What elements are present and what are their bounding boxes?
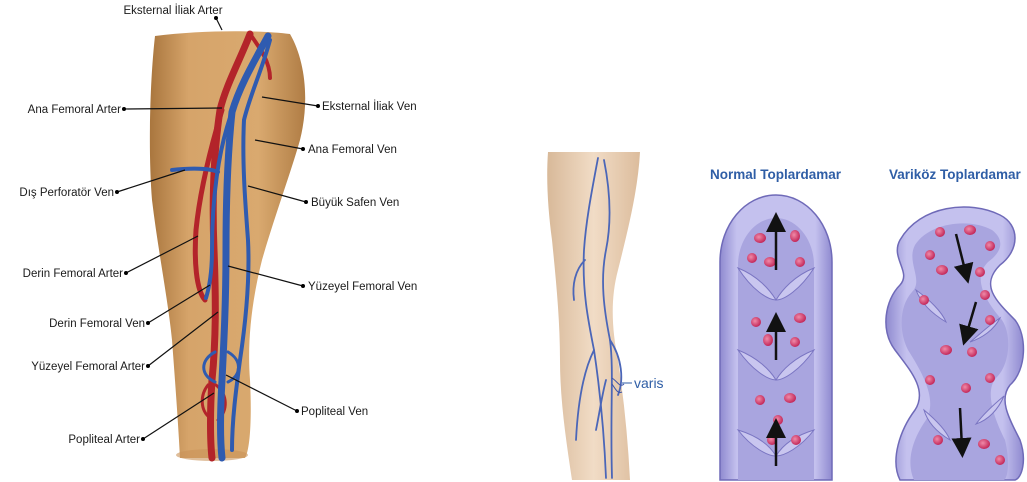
- leg-anatomy-illustration: Eksternal İliak Arter Ana Femoral Arter …: [19, 4, 417, 461]
- label-common-femoral-artery: Ana Femoral Arter: [28, 104, 121, 116]
- varicose-leg-illustration: varis: [547, 152, 663, 480]
- normal-vein-illustration: [720, 195, 832, 480]
- label-superficial-femoral-vein: Yüzeyel Femoral Ven: [308, 281, 417, 293]
- varicose-vein-illustration: [886, 207, 1024, 480]
- label-external-iliac-vein: Eksternal İliak Ven: [322, 100, 417, 113]
- label-common-femoral-vein: Ana Femoral Ven: [308, 144, 397, 156]
- label-varis: varis: [634, 375, 664, 391]
- label-great-saphenous-vein: Büyük Safen Ven: [311, 197, 399, 209]
- lower-leg-silhouette: [547, 152, 640, 480]
- normal-vein-title: Normal Toplardamar: [710, 167, 842, 182]
- label-outer-perforator-vein: Dış Perforatör Ven: [19, 187, 114, 199]
- label-popliteal-artery: Popliteal Arter: [68, 434, 140, 446]
- label-popliteal-vein: Popliteal Ven: [301, 406, 368, 418]
- label-superficial-femoral-artery: Yüzeyel Femoral Arter: [31, 361, 145, 373]
- label-deep-femoral-vein: Derin Femoral Ven: [49, 318, 145, 330]
- label-external-iliac-artery: Eksternal İliak Arter: [123, 4, 222, 17]
- varicose-vein-title: Variköz Toplardamar: [889, 167, 1022, 182]
- label-deep-femoral-artery: Derin Femoral Arter: [23, 268, 124, 280]
